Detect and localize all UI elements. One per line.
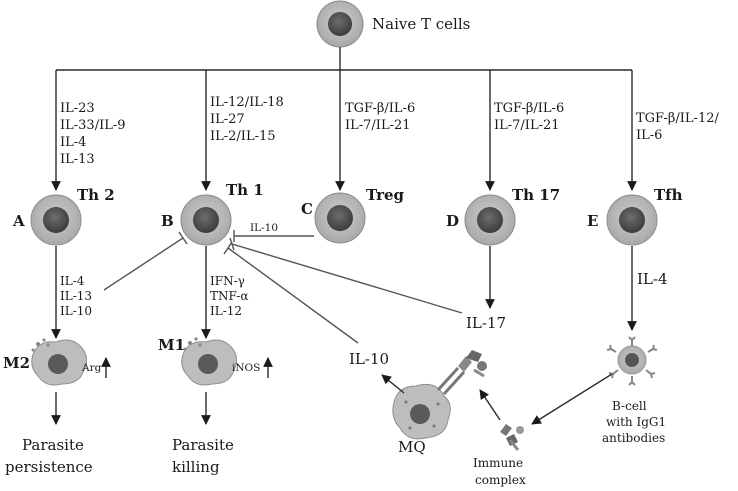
svg-text:IL-6: IL-6 (636, 128, 662, 143)
inos-label: iNOS (232, 362, 260, 374)
th1-label: Th 1 (226, 181, 264, 199)
tfh-label: Tfh (654, 186, 683, 204)
th2-label: Th 2 (77, 186, 115, 204)
treg-cell (314, 192, 366, 244)
cytokines-b: IL-12/IL-18 IL-27 IL-2/IL-15 (210, 95, 284, 144)
arrow-mq-to-il10 (381, 374, 405, 394)
th1-cell (180, 194, 232, 246)
svg-text:TGF-β/IL-6: TGF-β/IL-6 (345, 101, 415, 116)
mq-label: MQ (398, 438, 426, 456)
m2-inhibit-bar (178, 231, 188, 245)
arg-label: Arg (81, 362, 102, 374)
treg-il10-label: IL-10 (250, 222, 278, 234)
label-a: A (12, 212, 25, 230)
treg-label: Treg (366, 186, 405, 204)
th1-secreted: IFN-γ TNF-α IL-12 (210, 274, 248, 318)
mq-macrophage (392, 383, 451, 440)
naive-t-cell (316, 0, 364, 48)
svg-text:with IgG1: with IgG1 (606, 415, 666, 429)
m2-label: M2 (3, 354, 30, 372)
b-cell-icon (606, 336, 658, 386)
label-c: C (301, 200, 313, 218)
svg-text:IL-12: IL-12 (210, 304, 242, 318)
svg-text:TGF-β/IL-12/: TGF-β/IL-12/ (636, 111, 719, 126)
il10-inhibit-bar (223, 241, 233, 255)
m2-outcome-line1: Parasite (22, 436, 84, 454)
svg-text:IFN-γ: IFN-γ (210, 274, 245, 288)
svg-text:B-cell: B-cell (612, 399, 647, 413)
mq-il10-label: IL-10 (349, 350, 389, 368)
th2-cell (30, 194, 82, 246)
immune-complex-line2: complex (475, 473, 526, 487)
m1-label: M1 (158, 336, 185, 354)
svg-text:antibodies: antibodies (602, 431, 665, 445)
cytokines-c: TGF-β/IL-6 IL-7/IL-21 (345, 101, 415, 133)
svg-text:IL-4: IL-4 (60, 274, 85, 288)
m1-outcome-line2: killing (172, 458, 220, 476)
tfh-il4-label: IL-4 (637, 270, 668, 288)
cytokines-a: IL-23 IL-33/IL-9 IL-4 IL-13 (60, 101, 126, 167)
fc-receptor-icon (436, 350, 487, 396)
th17-cell (464, 194, 516, 246)
svg-text:IL-12/IL-18: IL-12/IL-18 (210, 95, 284, 110)
m2-outcome-line2: persistence (5, 458, 93, 476)
naive-t-cells-label: Naive T cells (372, 15, 470, 33)
svg-text:IL-13: IL-13 (60, 289, 92, 303)
il17-inhibit-th1 (231, 243, 463, 314)
svg-text:IL-23: IL-23 (60, 101, 95, 116)
m2-macrophage (31, 338, 88, 386)
immune-complex-icon (500, 424, 524, 451)
svg-text:IL-4: IL-4 (60, 135, 86, 150)
svg-text:IL-10: IL-10 (60, 304, 92, 318)
cytokines-e: TGF-β/IL-12/ IL-6 (636, 111, 719, 143)
arrow-complex-to-mq (479, 389, 501, 421)
svg-text:IL-33/IL-9: IL-33/IL-9 (60, 118, 126, 133)
il10-inhibit-th1 (227, 247, 359, 344)
svg-text:IL-13: IL-13 (60, 152, 95, 167)
immune-complex-line1: Immune (473, 456, 523, 470)
bcell-label: B-cell with IgG1 antibodies (602, 399, 666, 445)
svg-text:IL-7/IL-21: IL-7/IL-21 (345, 118, 411, 133)
svg-text:IL-27: IL-27 (210, 112, 245, 127)
svg-text:TNF-α: TNF-α (210, 289, 248, 303)
m1-macrophage (181, 337, 238, 386)
m2-inhibit-th1 (103, 237, 184, 291)
th17-label: Th 17 (512, 186, 560, 204)
label-d: D (446, 212, 459, 230)
il17-inhibit-bar (229, 237, 235, 251)
tfh-cell (606, 194, 658, 246)
th2-secreted: IL-4 IL-13 IL-10 (60, 274, 92, 318)
cytokines-d: TGF-β/IL-6 IL-7/IL-21 (494, 101, 564, 133)
svg-text:IL-7/IL-21: IL-7/IL-21 (494, 118, 560, 133)
label-b: B (161, 212, 174, 230)
m1-outcome-line1: Parasite (172, 436, 234, 454)
arrow-bcell-to-complex (531, 373, 613, 425)
svg-text:TGF-β/IL-6: TGF-β/IL-6 (494, 101, 564, 116)
svg-text:IL-2/IL-15: IL-2/IL-15 (210, 129, 276, 144)
label-e: E (587, 212, 598, 230)
il17-label: IL-17 (466, 314, 506, 332)
